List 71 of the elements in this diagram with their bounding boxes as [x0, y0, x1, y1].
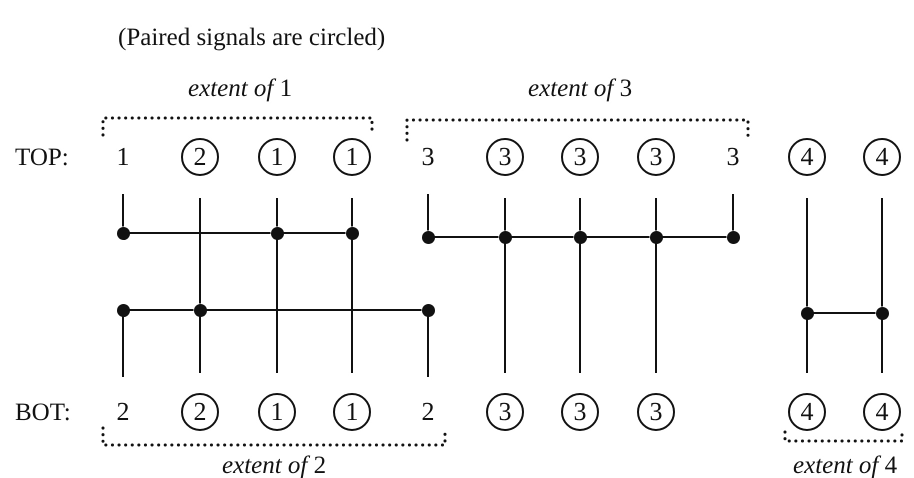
wire	[122, 194, 124, 226]
junction-dot	[270, 226, 284, 240]
circled-pin-number: 1	[258, 138, 296, 176]
wire	[586, 236, 650, 238]
junction-dot	[194, 304, 206, 316]
extent-label: extent of 4	[793, 452, 898, 478]
circled-pin-number: 4	[863, 393, 901, 431]
wire	[814, 312, 876, 314]
wire	[504, 244, 506, 373]
junction-dot	[422, 304, 434, 316]
wire	[351, 198, 353, 226]
junction-dot	[346, 226, 358, 240]
extent-label: extent of 3	[528, 76, 632, 100]
wire	[434, 236, 498, 238]
row-label: BOT:	[15, 400, 71, 424]
circled-pin-number: 4	[863, 138, 901, 176]
circled-pin-number: 3	[637, 393, 675, 431]
wire	[130, 232, 270, 234]
circled-pin-number: 1	[333, 393, 371, 431]
wire	[662, 236, 726, 238]
wire	[655, 198, 657, 230]
extent-label: extent of 2	[222, 452, 326, 478]
wire	[351, 240, 353, 373]
circled-pin-number: 2	[181, 393, 219, 431]
wire	[199, 198, 201, 304]
wire	[276, 240, 278, 373]
circled-pin-number: 3	[561, 138, 599, 176]
junction-dot	[498, 230, 512, 244]
note: (Paired signals are circled)	[118, 24, 386, 50]
pin-number: 2	[116, 397, 130, 427]
junction-dot	[574, 230, 586, 244]
pin-number: 2	[420, 397, 436, 427]
junction-dot	[650, 230, 662, 244]
wire	[206, 309, 422, 311]
circled-pin-number: 3	[561, 393, 599, 431]
circled-pin-number: 4	[788, 393, 826, 431]
junction-dot	[116, 226, 130, 240]
wire	[122, 316, 124, 377]
circled-pin-number: 3	[486, 393, 524, 431]
circled-pin-number: 1	[258, 393, 296, 431]
pin-number: 1	[116, 142, 130, 172]
wire	[512, 236, 574, 238]
wire	[130, 309, 194, 311]
wire	[199, 316, 201, 373]
wire	[806, 198, 808, 306]
wire	[732, 194, 734, 230]
junction-dot	[116, 304, 130, 316]
wire	[276, 198, 278, 226]
circled-pin-number: 3	[486, 138, 524, 176]
extent-label: extent of 1	[188, 76, 292, 100]
junction-dot	[876, 306, 888, 320]
wire	[881, 320, 883, 373]
junction-dot	[422, 230, 434, 244]
circled-pin-number: 3	[637, 138, 675, 176]
circled-pin-number: 4	[788, 138, 826, 176]
wire	[504, 198, 506, 230]
wire	[655, 244, 657, 373]
pin-number: 3	[726, 142, 740, 172]
wire	[284, 232, 346, 234]
row-label: TOP:	[15, 144, 69, 170]
circled-pin-number: 1	[333, 138, 371, 176]
wire	[806, 320, 808, 373]
wire	[579, 244, 581, 373]
wire	[427, 316, 429, 377]
wire	[881, 198, 883, 306]
junction-dot	[800, 306, 814, 320]
junction-dot	[726, 230, 740, 244]
wire	[579, 198, 581, 230]
circled-pin-number: 2	[181, 138, 219, 176]
wire	[427, 194, 429, 230]
pin-number: 3	[420, 142, 436, 172]
